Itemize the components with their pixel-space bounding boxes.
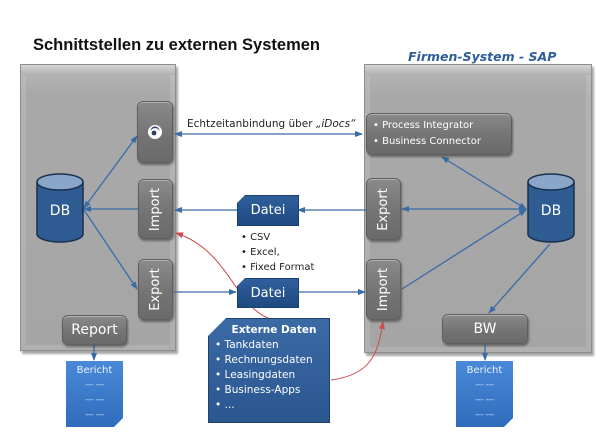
right-db-cylinder [527, 173, 575, 243]
pi-item: • Process Integrator [373, 120, 474, 131]
page-title: Schnittstellen zu externen Systemen [33, 36, 321, 54]
left-import-button[interactable]: Import [138, 179, 173, 239]
external-data-item: • Rechnungsdaten [215, 354, 313, 366]
right-import-label: Import [376, 267, 391, 312]
left-db-label: DB [49, 203, 71, 219]
report-doc-title: Bericht [76, 365, 113, 376]
report-label: Report [71, 322, 118, 338]
arrow-leftdb-export [83, 209, 138, 290]
pi-item: • Business Connector [373, 136, 481, 147]
report-doc-line: --- --- [85, 380, 104, 390]
arrow-external-to-rightimport [330, 321, 385, 381]
format-item: • Excel, [241, 247, 280, 258]
report-button[interactable]: Report [62, 315, 127, 345]
external-data-item: • Tankdaten [215, 339, 279, 351]
process-integrator-box[interactable]: • Process Integrator • Business Connecto… [366, 113, 512, 155]
realtime-interface-button[interactable] [137, 101, 173, 163]
bw-label: BW [473, 321, 497, 337]
right-db-label: DB [540, 203, 562, 219]
report-doc-title: Bericht [466, 365, 503, 376]
sap-system-title: Firmen-System - SAP [408, 49, 557, 64]
left-db-cylinder [36, 173, 84, 243]
right-import-button[interactable]: Import [366, 259, 401, 320]
external-data-item: • Leasingdaten [215, 369, 296, 381]
format-item: • CSV [241, 232, 271, 243]
arrow-external-to-leftimport [175, 232, 269, 319]
file-box-top: Datei [237, 195, 299, 226]
report-doc-line: --- --- [475, 380, 494, 390]
arrow-rightimport-db [401, 209, 527, 290]
arrow-pi-rightdb [441, 156, 527, 210]
arrow-rightdb-bw [488, 243, 551, 314]
arrow-leftdb-realtime [83, 135, 138, 209]
report-doc-line: --- --- [475, 395, 494, 405]
left-export-button[interactable]: Export [138, 259, 173, 320]
report-doc-line: --- --- [475, 410, 494, 420]
file-box-bottom: Datei [237, 278, 299, 308]
external-data-box: Externe Daten • Tankdaten • Rechnungsdat… [208, 318, 330, 423]
bw-button[interactable]: BW [442, 314, 528, 344]
external-data-title: Externe Daten [231, 324, 317, 336]
left-export-label: Export [148, 268, 163, 311]
report-doc-line: --- --- [85, 395, 104, 405]
external-data-item: • Business-Apps [215, 384, 301, 396]
right-export-button[interactable]: Export [366, 178, 401, 240]
report-document-left: Bericht --- --- --- --- --- --- [66, 361, 123, 427]
realtime-connection-label: Echtzeitanbindung über „iDocs“ [187, 118, 356, 130]
external-data-item: • ... [215, 399, 235, 411]
left-import-label: Import [148, 187, 163, 231]
right-export-label: Export [376, 187, 391, 231]
idoc-eye-icon [148, 125, 162, 139]
format-item: • Fixed Format [241, 262, 315, 273]
report-document-right: Bericht --- --- --- --- --- --- [456, 361, 513, 427]
file-formats-list: • CSV • Excel, • Fixed Format [241, 230, 314, 275]
report-doc-line: --- --- [85, 410, 104, 420]
